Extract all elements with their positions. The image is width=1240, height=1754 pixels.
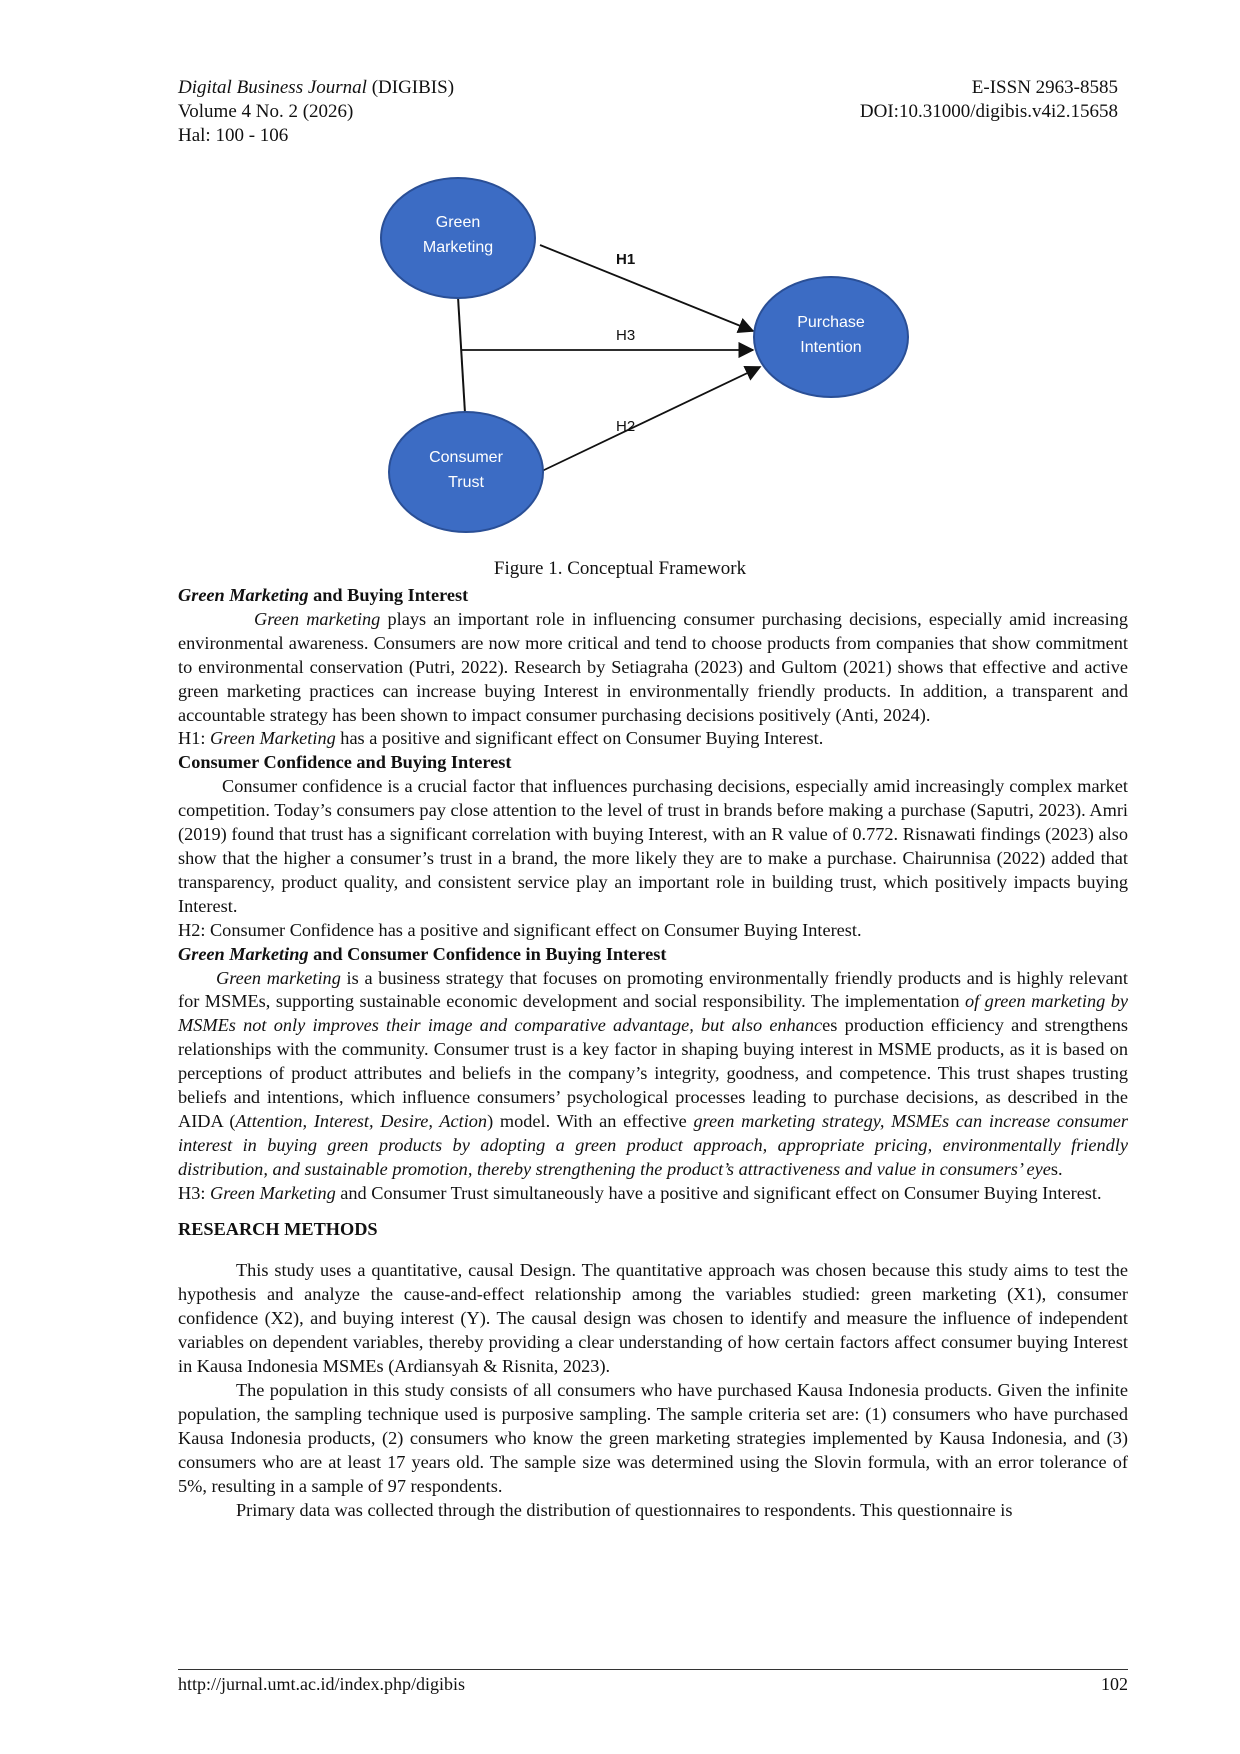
section-heading-gm-cc: Green Marketing and Consumer Confidence …: [178, 943, 1128, 967]
edge-label-h2: H2: [616, 418, 635, 435]
node-green-marketing-line2: Marketing: [423, 239, 493, 256]
section-heading-gm-bi: Green Marketing and Buying Interest: [178, 584, 1128, 608]
journal-issn: E-ISSN 2963-8585: [971, 77, 1118, 98]
journal-name: Digital Business Journal: [178, 77, 367, 98]
header-left: Digital Business Journal (DIGIBIS) Volum…: [178, 76, 454, 148]
page-number: 102: [1101, 1674, 1128, 1694]
journal-doi: DOI:10.31000/digibis.v4i2.15658: [859, 101, 1118, 122]
journal-volume: Volume 4 No. 2 (2026): [178, 101, 354, 122]
node-purchase-intention-shape: [753, 276, 909, 398]
paragraph-gm-bi: Green marketing plays an important role …: [178, 608, 1128, 728]
article-body: Green Marketing and Buying Interest Gree…: [178, 584, 1128, 1522]
hypothesis-prefix: H3:: [178, 1182, 210, 1203]
header-right: E-ISSN 2963-8585 DOI:10.31000/digibis.v4…: [860, 76, 1118, 124]
paragraph-methods-3: Primary data was collected through the d…: [236, 1499, 1013, 1520]
node-purchase-intention-line1: Purchase: [797, 314, 865, 331]
edge-h1: [539, 244, 755, 334]
edge-label-h3: H3: [616, 327, 635, 344]
conceptual-framework-diagram: H1 H3 H2 Green Marketing Purchase Intent…: [380, 177, 909, 533]
node-consumer-trust-line2: Trust: [448, 474, 484, 491]
node-purchase-intention: Purchase Intention: [753, 276, 909, 398]
hypothesis-h2: H2: Consumer Confidence has a positive a…: [178, 919, 862, 940]
journal-title: Digital Business Journal (DIGIBIS): [178, 76, 454, 100]
paragraph-methods-1: This study uses a quantitative, causal D…: [178, 1260, 1128, 1377]
section-heading-cc-bi: Consumer Confidence and Buying Interest: [178, 752, 512, 773]
node-consumer-trust: Consumer Trust: [388, 411, 544, 533]
node-purchase-intention-line2: Intention: [800, 339, 861, 356]
journal-abbr: (DIGIBIS): [371, 77, 455, 98]
node-green-marketing-shape: [380, 177, 536, 299]
edge-label-h1: H1: [616, 251, 635, 268]
heading-rest: and Consumer Confidence in Buying Intere…: [308, 943, 667, 964]
hypothesis-prefix: H1:: [178, 728, 210, 749]
italic-term: Green Marketing: [210, 1182, 336, 1203]
section-heading-methods: RESEARCH METHODS: [178, 1218, 378, 1239]
paragraph-gm-cc: Green marketing is a business strategy t…: [178, 967, 1128, 1182]
heading-rest: and Buying Interest: [308, 585, 469, 605]
italic-term: Green marketing: [216, 967, 341, 988]
hypothesis-text: and Consumer Trust simultaneously have a…: [335, 1182, 1102, 1203]
node-consumer-trust-shape: [388, 411, 544, 533]
paragraph-cc-bi: Consumer confidence is a crucial factor …: [178, 776, 1128, 916]
heading-italic: Green Marketing: [178, 943, 309, 964]
node-green-marketing: Green Marketing: [380, 177, 536, 299]
footer-divider: [178, 1669, 1128, 1670]
italic-term: Green marketing: [254, 608, 381, 629]
italic-text: green marketing strategy, MSMEs can incr…: [178, 1110, 1128, 1179]
hypothesis-text: has a positive and significant effect on…: [335, 728, 824, 749]
paragraph-text: ) model. With an effective: [487, 1110, 694, 1131]
paragraph-text: es production efficiency and strengthens…: [178, 1015, 1128, 1131]
paragraph-methods-2: The population in this study consists of…: [178, 1380, 1128, 1496]
node-consumer-trust-line1: Consumer: [429, 449, 503, 466]
italic-term: Green Marketing: [210, 728, 336, 749]
italic-text: Attention, Interest, Desire, Action: [235, 1110, 488, 1131]
figure-caption: Figure 1. Conceptual Framework: [493, 558, 747, 579]
paragraph-text: s.: [1050, 1158, 1063, 1179]
italic-text: of green marketing by MSMEs not only imp…: [178, 991, 1128, 1036]
hypothesis-h1: H1: Green Marketing has a positive and s…: [178, 727, 1128, 751]
gm-ct-connector: [457, 296, 466, 414]
paragraph-text: is a business strategy that focuses on p…: [178, 967, 1129, 1012]
node-green-marketing-line1: Green: [436, 214, 480, 231]
paragraph-text: plays an important role in influencing c…: [178, 608, 1129, 725]
hypothesis-h3: H3: Green Marketing and Consumer Trust s…: [178, 1182, 1128, 1206]
edge-h2: [541, 365, 762, 472]
journal-pages: Hal: 100 - 106: [178, 125, 289, 146]
footer-url[interactable]: http://jurnal.umt.ac.id/index.php/digibi…: [178, 1674, 465, 1694]
heading-italic: Green Marketing: [178, 585, 309, 605]
